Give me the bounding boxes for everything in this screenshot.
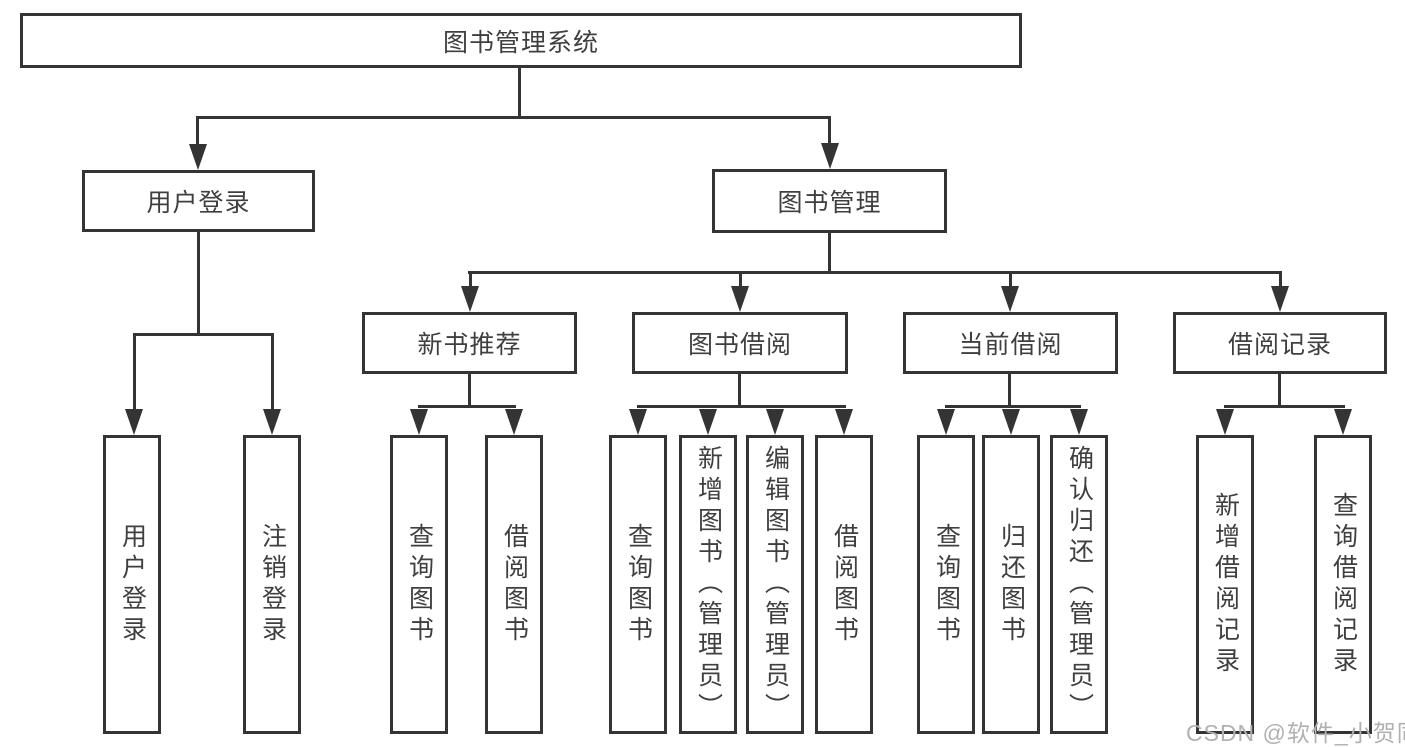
connector-drop-section (1279, 271, 1282, 288)
arrow-down-icon (1334, 409, 1352, 435)
arrow-down-icon (189, 144, 207, 170)
arrow-down-icon (1070, 409, 1088, 435)
node-book-management: 图书管理 (712, 169, 947, 233)
arrow-down-icon (699, 409, 717, 435)
leaf-query-books-borrow-label: 查询图书 (624, 522, 653, 647)
leaf-user-login: 用户登录 (103, 435, 161, 734)
arrow-down-icon (821, 143, 839, 169)
arrow-down-icon (835, 409, 853, 435)
arrow-down-icon (1216, 409, 1234, 435)
leaf-query-books-recommend: 查询图书 (390, 435, 448, 734)
leaf-user-login-label: 用户登录 (118, 522, 147, 647)
csdn-watermark: CSDN @软件_小贺同学 (1186, 714, 1405, 747)
connector-section-stem (1008, 374, 1011, 407)
arrow-down-icon (1002, 409, 1020, 435)
connector-user-login-stem (197, 232, 200, 335)
connector-book-management-stem (828, 233, 831, 273)
csdn-watermark-text: CSDN @软件_小贺同学 (1186, 720, 1405, 746)
node-book-borrow-label: 图书借阅 (687, 331, 792, 359)
leaf-borrow-books-recommend-label: 借阅图书 (500, 522, 529, 647)
leaf-borrow-books: 借阅图书 (815, 435, 873, 734)
leaf-borrow-books-recommend: 借阅图书 (485, 435, 543, 734)
arrow-down-icon (629, 409, 647, 435)
arrow-down-icon (1271, 286, 1289, 312)
node-user-login: 用户登录 (82, 170, 315, 232)
leaf-logout: 注销登录 (243, 435, 301, 734)
connector-drop-leaf (133, 333, 136, 411)
leaf-add-book-admin: 新增图书（管理员） (679, 435, 737, 734)
node-new-book-recommend: 新书推荐 (362, 312, 577, 374)
arrow-down-icon (125, 409, 143, 435)
arrow-down-icon (937, 409, 955, 435)
leaf-query-borrow-record-label: 查询借阅记录 (1329, 491, 1358, 678)
leaf-query-borrow-record: 查询借阅记录 (1314, 435, 1372, 734)
connector-book-management-split (468, 271, 1282, 274)
leaf-add-borrow-record-label: 新增借阅记录 (1211, 491, 1240, 678)
leaf-return-book-label: 归还图书 (997, 522, 1026, 647)
arrow-down-icon (505, 409, 523, 435)
connector-section-stem (738, 374, 741, 407)
leaf-add-book-admin-label: 新增图书（管理员） (694, 445, 723, 724)
node-book-borrow: 图书借阅 (632, 312, 848, 374)
connector-section-split (637, 405, 846, 408)
connector-drop-user-login (196, 116, 199, 146)
connector-section-split (945, 405, 1081, 408)
connector-drop-book-management (828, 116, 831, 145)
node-borrow-records-label: 借阅记录 (1227, 331, 1332, 359)
connector-section-stem (468, 374, 471, 407)
arrow-down-icon (410, 409, 428, 435)
node-book-management-label: 图书管理 (777, 189, 882, 217)
connector-root-split (197, 116, 831, 119)
connector-section-stem (1278, 374, 1281, 407)
node-root-system: 图书管理系统 (20, 13, 1022, 68)
arrow-down-icon (263, 409, 281, 435)
leaf-edit-book-admin-label: 编辑图书（管理员） (761, 445, 790, 724)
leaf-borrow-books-label: 借阅图书 (830, 522, 859, 647)
arrow-down-icon (766, 409, 784, 435)
leaf-query-books-recommend-label: 查询图书 (405, 522, 434, 647)
arrow-down-icon (1001, 286, 1019, 312)
connector-drop-leaf (271, 333, 274, 411)
node-borrow-records: 借阅记录 (1173, 312, 1387, 374)
arrow-down-icon (461, 286, 479, 312)
leaf-edit-book-admin: 编辑图书（管理员） (746, 435, 804, 734)
connector-drop-section (739, 271, 742, 288)
connector-section-split (418, 405, 516, 408)
leaf-logout-label: 注销登录 (258, 522, 287, 647)
node-user-login-label: 用户登录 (146, 189, 251, 217)
connector-user-login-split (133, 333, 274, 336)
leaf-query-books-borrow: 查询图书 (609, 435, 667, 734)
connector-drop-section (469, 271, 472, 288)
leaf-confirm-return-admin-label: 确认归还（管理员） (1065, 445, 1094, 724)
arrow-down-icon (731, 286, 749, 312)
leaf-confirm-return-admin: 确认归还（管理员） (1050, 435, 1108, 734)
connector-drop-section (1009, 271, 1012, 288)
leaf-return-book: 归还图书 (982, 435, 1040, 734)
node-root-label: 图书管理系统 (442, 28, 599, 57)
node-current-borrow-label: 当前借阅 (958, 331, 1063, 359)
leaf-query-books-current-label: 查询图书 (932, 522, 961, 647)
connector-root-stem (518, 68, 521, 118)
connector-section-split (1224, 405, 1345, 408)
node-new-book-recommend-label: 新书推荐 (417, 331, 522, 359)
leaf-query-books-current: 查询图书 (917, 435, 975, 734)
node-current-borrow: 当前借阅 (903, 312, 1118, 374)
leaf-add-borrow-record: 新增借阅记录 (1196, 435, 1254, 734)
